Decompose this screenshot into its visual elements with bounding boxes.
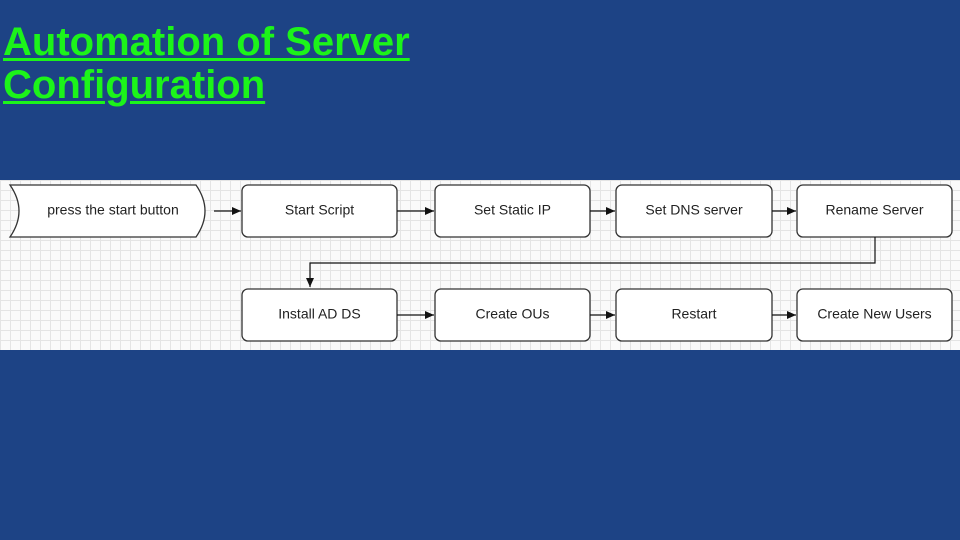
step-set-dns-server-label: Set DNS server <box>645 202 743 218</box>
step-restart-label: Restart <box>671 306 716 322</box>
step-set-dns-server: Set DNS server <box>615 184 773 238</box>
slide-title-line-2: Configuration <box>3 63 266 107</box>
slide-title: Automation of Server Configuration <box>3 21 563 107</box>
step-restart: Restart <box>615 288 773 342</box>
step-set-static-ip-label: Set Static IP <box>474 202 551 218</box>
step-install-ad-ds-label: Install AD DS <box>278 306 360 322</box>
step-start-script-label: Start Script <box>285 202 354 218</box>
step-start-script: Start Script <box>241 184 398 238</box>
step-create-new-users: Create New Users <box>796 288 953 342</box>
step-create-ous: Create OUs <box>434 288 591 342</box>
step-create-new-users-box <box>796 288 953 342</box>
start-node: press the start button <box>8 184 206 238</box>
step-rename-server: Rename Server <box>796 184 953 238</box>
step-rename-server-label: Rename Server <box>825 202 923 218</box>
flowchart-panel: press the start button Start Script Set … <box>0 180 960 350</box>
start-node-label: press the start button <box>47 202 179 218</box>
step-install-ad-ds: Install AD DS <box>241 288 398 342</box>
flowchart-diagram: press the start button Start Script Set … <box>8 184 953 342</box>
step-create-ous-label: Create OUs <box>476 306 550 322</box>
arrow-rename-server-to-install-ad-ds <box>306 237 876 287</box>
slide-title-line-1: Automation of Server <box>3 20 410 64</box>
step-create-new-users-label: Create New Users <box>817 306 931 322</box>
start-node-shape <box>8 184 206 238</box>
step-set-static-ip: Set Static IP <box>434 184 591 238</box>
